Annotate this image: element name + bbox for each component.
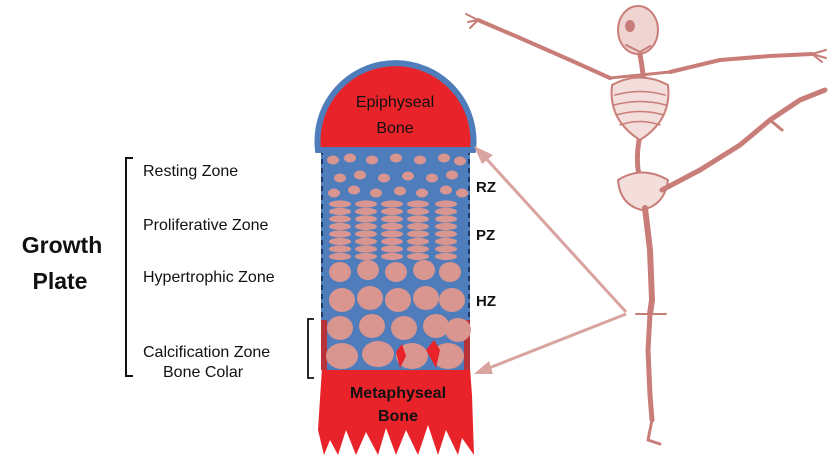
chondrocyte-cell (329, 200, 351, 207)
chondrocyte-cell (413, 286, 439, 310)
chondrocyte-cell (327, 316, 353, 340)
chondrocyte-cell (329, 288, 355, 312)
chondrocyte-cell (407, 238, 429, 245)
chondrocyte-cell (355, 238, 377, 245)
chondrocyte-cell (440, 186, 452, 195)
chondrocyte-cell (329, 230, 351, 237)
chondrocyte-cell (435, 230, 457, 237)
chondrocyte-cell (385, 288, 411, 312)
hz-label: HZ (476, 293, 496, 310)
chondrocyte-cell (362, 341, 394, 367)
chondrocyte-cell (426, 174, 438, 183)
chondrocyte-cell (348, 186, 360, 195)
chondrocyte-cell (456, 189, 468, 198)
chondrocyte-cell (344, 154, 356, 163)
chondrocyte-cell (435, 208, 457, 215)
chondrocyte-cell (402, 172, 414, 181)
chondrocyte-cell (416, 189, 428, 198)
chondrocyte-cell (359, 314, 385, 338)
chondrocyte-cell (445, 318, 471, 342)
metaphyseal-label-line1: Metaphyseal (350, 385, 446, 402)
chondrocyte-cell (355, 223, 377, 230)
chondrocyte-cell (391, 316, 417, 340)
chondrocyte-cell (329, 238, 351, 245)
chondrocyte-cell (328, 189, 340, 198)
chondrocyte-cell (407, 245, 429, 252)
chondrocyte-cell (407, 253, 429, 260)
growth-plate-label-line1: Growth (22, 232, 103, 258)
chondrocyte-cell (381, 223, 403, 230)
chondrocyte-cell (354, 171, 366, 180)
chondrocyte-cell (357, 286, 383, 310)
chondrocyte-cell (446, 171, 458, 180)
chondrocyte-cell (423, 314, 449, 338)
pz-label: PZ (476, 227, 495, 244)
chondrocyte-cell (407, 223, 429, 230)
chondrocyte-cell (381, 200, 403, 207)
growth-plate-bracket (126, 158, 133, 376)
hypertrophic-zone-label: Hypertrophic Zone (143, 269, 275, 286)
metaphyseal-label-line2: Bone (378, 408, 418, 425)
chondrocyte-cell (390, 154, 402, 163)
chondrocyte-cell (355, 245, 377, 252)
chondrocyte-cell (381, 230, 403, 237)
chondrocyte-cell (438, 154, 450, 163)
resting-zone-label: Resting Zone (143, 163, 238, 180)
growth-plate-label-line2: Plate (33, 268, 88, 294)
chondrocyte-cell (355, 200, 377, 207)
chondrocyte-cell (329, 215, 351, 222)
chondrocyte-cell (366, 156, 378, 165)
chondrocyte-cell (435, 253, 457, 260)
proliferative-zone-label: Proliferative Zone (143, 217, 268, 234)
chondrocyte-cell (355, 208, 377, 215)
chondrocyte-cell (329, 253, 351, 260)
calcification-zone-label: Calcification Zone (143, 344, 270, 361)
chondrocyte-cell (435, 215, 457, 222)
calcification-bracket (308, 319, 314, 378)
chondrocyte-cell (385, 262, 407, 282)
chondrocyte-cell (435, 200, 457, 207)
chondrocyte-cell (329, 245, 351, 252)
chondrocyte-cell (435, 245, 457, 252)
chondrocyte-cell (381, 245, 403, 252)
chondrocyte-cell (381, 215, 403, 222)
epiphyseal-label-line2: Bone (376, 120, 413, 137)
pointer-arrows (474, 146, 626, 374)
chondrocyte-cell (378, 174, 390, 183)
chondrocyte-cell (439, 262, 461, 282)
chondrocyte-cell (381, 238, 403, 245)
rz-label: RZ (476, 179, 496, 196)
chondrocyte-cell (329, 223, 351, 230)
chondrocyte-cell (407, 200, 429, 207)
chondrocyte-cell (357, 260, 379, 280)
bone-collar-left (321, 320, 327, 370)
chondrocyte-cell (407, 208, 429, 215)
chondrocyte-cell (355, 253, 377, 260)
chondrocyte-cell (329, 208, 351, 215)
chondrocyte-cell (435, 238, 457, 245)
chondrocyte-cell (370, 189, 382, 198)
chondrocyte-cell (407, 215, 429, 222)
epiphyseal-label-line1: Epiphyseal (356, 94, 434, 111)
chondrocyte-cell (329, 262, 351, 282)
chondrocyte-cell (381, 208, 403, 215)
chondrocyte-cell (355, 215, 377, 222)
chondrocyte-cell (394, 187, 406, 196)
chondrocyte-cell (327, 156, 339, 165)
chondrocyte-cell (413, 260, 435, 280)
chondrocyte-cell (454, 157, 466, 166)
chondrocyte-cell (407, 230, 429, 237)
chondrocyte-cell (326, 343, 358, 369)
bone-colar-label: Bone Colar (163, 364, 244, 381)
chondrocyte-cell (381, 253, 403, 260)
chondrocyte-cell (355, 230, 377, 237)
chondrocyte-cell (414, 156, 426, 165)
chondrocyte-cell (435, 223, 457, 230)
chondrocyte-cell (439, 288, 465, 312)
skeleton-figure (466, 6, 826, 444)
chondrocyte-cell (334, 174, 346, 183)
